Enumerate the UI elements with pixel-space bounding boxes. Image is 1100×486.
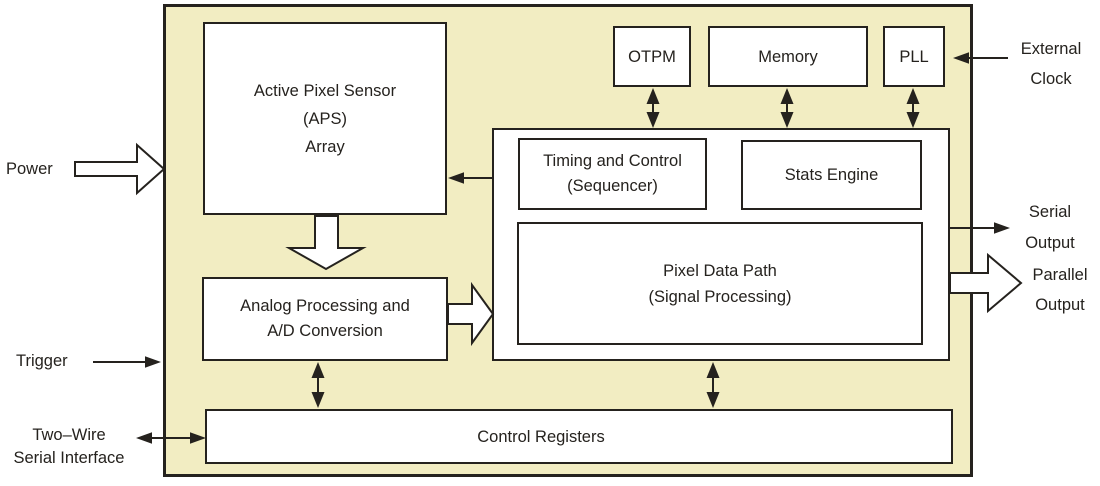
pdp-label-line1: Pixel Data Path xyxy=(663,261,777,280)
external-clock-label-line2: Clock xyxy=(1030,70,1072,88)
timing-label-line2: (Sequencer) xyxy=(567,177,658,195)
block-analog-processing: Analog Processing and A/D Conversion xyxy=(202,277,448,361)
pll-label: PLL xyxy=(899,47,929,66)
power-arrow xyxy=(74,142,166,196)
aps-label-line3: Array xyxy=(305,137,345,156)
memory-label: Memory xyxy=(758,47,818,66)
timing-label-line1: Timing and Control xyxy=(543,152,682,170)
external-clock-label-line1: External xyxy=(1020,40,1082,58)
block-memory: Memory xyxy=(708,26,868,87)
block-pll: PLL xyxy=(883,26,945,87)
two-wire-label-line1: Two–Wire xyxy=(32,426,106,444)
serial-output-label-line2: Output xyxy=(1025,234,1075,252)
block-pixel-data-path: Pixel Data Path (Signal Processing) xyxy=(517,222,923,345)
trigger-label: Trigger xyxy=(16,352,68,370)
control-registers-label: Control Registers xyxy=(477,427,605,446)
pdp-label-line2: (Signal Processing) xyxy=(648,287,792,306)
block-stats-engine: Stats Engine xyxy=(741,140,922,210)
serial-output-label: Serial Output xyxy=(1014,197,1086,259)
block-otpm: OTPM xyxy=(613,26,691,87)
aps-label-line1: Active Pixel Sensor xyxy=(253,81,397,100)
stats-engine-label: Stats Engine xyxy=(784,166,879,184)
power-label: Power xyxy=(6,160,53,178)
parallel-output-label-line2: Output xyxy=(1035,296,1085,314)
block-active-pixel-sensor: Active Pixel Sensor (APS) Array xyxy=(203,22,447,215)
block-control-registers: Control Registers xyxy=(205,409,953,464)
parallel-output-label: Parallel Output xyxy=(1020,260,1100,320)
trigger-arrow xyxy=(93,356,161,368)
parallel-output-label-line1: Parallel xyxy=(1032,266,1088,284)
external-clock-label: External Clock xyxy=(1008,34,1094,94)
two-wire-label-line2: Serial Interface xyxy=(13,449,125,467)
aps-label-line2: (APS) xyxy=(302,109,347,128)
otpm-label: OTPM xyxy=(628,47,676,66)
serial-output-label-line1: Serial xyxy=(1028,203,1072,221)
block-timing-control: Timing and Control (Sequencer) xyxy=(518,138,707,210)
analog-label-line1: Analog Processing and xyxy=(240,297,410,315)
two-wire-serial-interface-label: Two–Wire Serial Interface xyxy=(0,424,138,470)
analog-label-line2: A/D Conversion xyxy=(267,322,383,340)
